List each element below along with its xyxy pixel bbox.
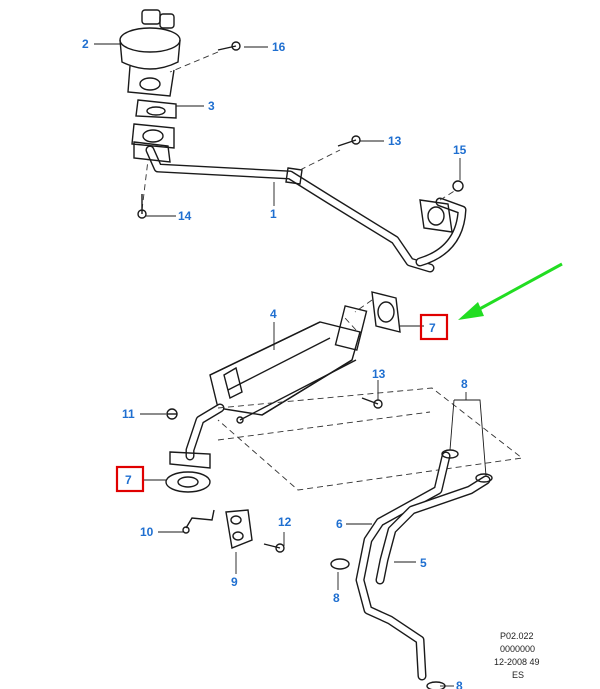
callout-1: 1: [270, 207, 277, 221]
callout-11: 11: [122, 407, 135, 421]
callout-7-lower: 7: [125, 473, 132, 487]
bolt-16: [169, 41, 241, 73]
footer-date: 12-2008 49: [494, 657, 540, 667]
clamp-8-c: [330, 558, 350, 570]
highlight-box-7-upper: [419, 313, 449, 341]
callout-6: 6: [336, 517, 343, 531]
bolt-13-top: [337, 135, 361, 147]
callout-5: 5: [420, 556, 427, 570]
egr-valve: [119, 9, 181, 97]
callout-8-mid: 8: [333, 591, 340, 605]
callout-8-bottom: 8: [456, 679, 463, 689]
callout-15: 15: [453, 143, 467, 157]
bolt-13-lower: [361, 397, 383, 409]
footer-ref: P02.022: [500, 631, 534, 641]
highlight-box-7-lower: [115, 465, 145, 493]
callout-10: 10: [140, 525, 154, 539]
callout-3: 3: [208, 99, 215, 113]
callout-12: 12: [278, 515, 292, 529]
gasket-3: [131, 99, 177, 149]
clip-9: [225, 509, 253, 549]
dashed-outline: [217, 387, 524, 491]
callout-8-top: 8: [461, 377, 468, 391]
hose-6: [355, 451, 451, 681]
gasket-7-upper: [354, 291, 401, 333]
callout-2: 2: [82, 37, 89, 51]
callout-14: 14: [178, 209, 192, 223]
callout-16: 16: [272, 40, 286, 54]
nut-11: [166, 408, 178, 420]
egr-pipe: [133, 141, 467, 273]
clamp-8-d: [426, 681, 446, 689]
bolt-12: [263, 543, 285, 553]
gasket-7-lower: [165, 471, 211, 493]
cooler-outlet-elbow: [169, 403, 225, 469]
bracket-10: [182, 509, 215, 534]
hose-5: [375, 475, 491, 585]
green-pointer-arrow: [458, 262, 563, 320]
leader-lines: [94, 43, 487, 687]
egr-cooler: [209, 305, 368, 424]
callout-9: 9: [231, 575, 238, 589]
callout-13-top: 13: [388, 134, 402, 148]
footer-lang: ES: [512, 670, 524, 680]
callout-13-lower: 13: [372, 367, 386, 381]
callout-7-upper: 7: [429, 321, 436, 335]
callout-4: 4: [270, 307, 277, 321]
clamp-8-b: [475, 473, 493, 483]
footer-code: 0000000: [500, 644, 535, 654]
nut-15: [452, 180, 464, 192]
bolt-14: [137, 194, 147, 219]
